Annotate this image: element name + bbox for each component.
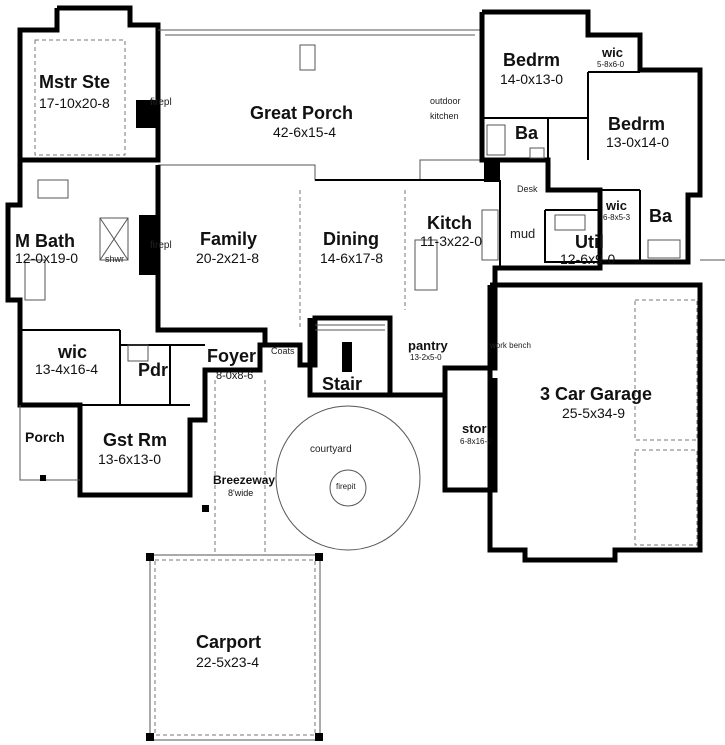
garage-walls [442,259,725,563]
room-name-wic-master: wic [57,342,87,362]
room-name-kitch: Kitch [427,213,472,233]
main-house-walls [139,165,603,398]
room-dim-breezeway: 8'wide [228,488,253,498]
room-dim-pantry: 13-2x5-0 [410,353,442,362]
label-desk: Desk [517,184,538,194]
room-name-bedrm-1: Bedrm [503,50,560,70]
courtyard-outline [275,405,421,551]
room-dim-wic-master: 13-4x16-4 [35,361,98,377]
room-name-breezeway: Breezeway [213,473,275,487]
utility-walls [544,209,601,263]
room-name-family: Family [200,229,257,249]
room-dim-util: 12-6x9-0 [560,251,615,267]
room-dim-dining: 14-6x17-8 [320,250,383,266]
room-dim-bedrm-1: 14-0x13-0 [500,71,563,87]
room-name-garage: 3 Car Garage [540,384,652,404]
room-dim-bedrm-2: 13-0x14-0 [606,134,669,150]
bedroom-wing-walls [479,9,703,265]
label-courtyard: courtyard [310,444,352,455]
room-dim-garage: 25-5x34-9 [562,405,625,421]
room-dim-m-bath: 12-0x19-0 [15,250,78,266]
label-coats: Coats [271,346,295,356]
room-name-stor: stor [462,421,487,436]
room-dim-kitch: 11-3x22-0 [420,233,482,249]
room-name-dining: Dining [323,229,379,249]
room-name-wic-right: wic [605,198,627,213]
label-firepl-master: firepl [150,97,172,108]
porch-outline [19,405,80,481]
room-name-util: Util [575,232,604,252]
room-name-pdr: Pdr [138,360,168,380]
label-shwr: shwr [105,254,124,264]
label-kitchen-outdoor: kitchen [430,111,459,121]
label-mud: mud [510,226,535,241]
room-dim-gst-rm: 13-6x13-0 [98,451,161,467]
room-name-wic-top: wic [601,45,623,60]
room-name-carport: Carport [196,632,261,652]
breezeway-outline [202,380,266,555]
room-dim-family: 20-2x21-8 [196,250,259,266]
label-firepl-family: firepl [150,240,172,251]
room-name-porch: Porch [25,429,65,445]
room-name-bedrm-2: Bedrm [608,114,665,134]
room-name-stair: Stair [322,374,362,394]
room-name-mstr-ste: Mstr Ste [39,72,110,92]
room-name-pantry: pantry [408,338,449,353]
room-dim-carport: 22-5x23-4 [196,654,259,670]
room-name-ba-right: Ba [649,206,673,226]
room-name-gst-rm: Gst Rm [103,430,167,450]
label-outdoor: outdoor [430,96,461,106]
room-name-m-bath: M Bath [15,231,75,251]
room-name-ba-top: Ba [515,123,539,143]
room-name-foyer: Foyer [207,346,256,366]
west-wing-walls [5,160,265,498]
stair-walls [307,318,390,398]
room-dim-stor: 6-8x16-2 [460,437,492,446]
room-dim-wic-top: 5-8x6-0 [597,60,625,69]
room-dim-great-porch: 42-6x15-4 [273,124,336,140]
room-dim-wic-right: 6-8x5-3 [603,213,631,222]
room-dim-foyer: 8-0x8-6 [216,370,253,382]
room-name-great-porch: Great Porch [250,103,353,123]
carport-outline [146,553,323,741]
label-firepit: firepit [336,482,356,491]
label-work-bench: work bench [489,341,531,350]
master-suite-walls [17,5,161,163]
room-dim-mstr-ste: 17-10x20-8 [39,95,110,111]
